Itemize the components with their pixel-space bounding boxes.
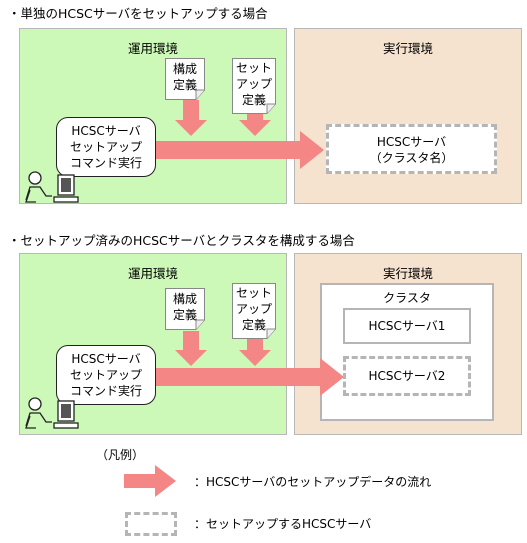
doc-text-line: 定義 [241,93,266,107]
command-line: コマンド実行 [69,384,142,398]
doc-text-line: 構成 [172,292,197,306]
scenario2-exec-label: 実行環境 [382,266,433,281]
doc-text-line: 構成 [172,62,197,76]
doc-text-line: セット [235,286,272,300]
legend-box-desc: ：セットアップするHCSCサーバ [194,517,372,531]
scenario2-main-arrow [152,358,344,396]
hcsc-server1-box: HCSCサーバ1 [343,308,471,344]
command-line: HCSCサーバ [71,124,141,138]
legend-title: （凡例） [96,448,145,462]
scenario1-exec-panel: 実行環境 [294,28,522,204]
doc1-down-arrow [175,331,207,366]
scenario2-setup-doc-icon: セット アップ 定義 [232,283,276,339]
scenario1-command-bubble: HCSCサーバ セットアップ コマンド実行 [56,117,156,177]
command-line: セットアップ [69,140,142,154]
scenario1-setup-doc-icon: セット アップ 定義 [232,58,276,114]
doc-text-line: 定義 [172,308,197,322]
cluster-box: クラスタ [320,283,494,421]
doc2-down-arrow [239,331,271,366]
doc-text-line: アップ [235,302,272,316]
server-line: （クラスタ名） [369,151,454,165]
command-line: セットアップ [69,368,142,382]
doc-text-line: セット [235,61,272,75]
scenario1-exec-label: 実行環境 [382,41,433,56]
doc1-down-arrow [175,100,207,136]
legend-dashed-box-icon [125,512,177,536]
cluster-label: クラスタ [383,291,431,305]
scenario2-heading: ・セットアップ済みのHCSCサーバとクラスタを構成する場合 [8,233,355,248]
command-line: コマンド実行 [69,156,142,170]
doc-text-line: 定義 [241,318,266,332]
scenario1-main-arrow [152,131,324,169]
doc-text-line: 定義 [172,78,197,92]
scenario1-heading: ・単独のHCSCサーバをセットアップする場合 [8,6,268,21]
hcsc-server2-box: HCSCサーバ2 [343,356,471,396]
scenario1-hcsc-server-box: HCSCサーバ （クラスタ名） [326,124,497,174]
scenario1-ops-label: 運用環境 [127,41,178,56]
scenario2-config-doc-icon: 構成 定義 [165,288,205,330]
command-line: HCSCサーバ [71,352,141,366]
doc-text-line: アップ [235,77,272,91]
scenario2-ops-label: 運用環境 [127,266,178,281]
server-line: HCSCサーバ [376,135,447,149]
scenario1-config-doc-icon: 構成 定義 [165,58,205,100]
scenario2-command-bubble: HCSCサーバ セットアップ コマンド実行 [56,345,156,405]
legend-arrow-desc: ：HCSCサーバのセットアップデータの流れ [194,475,432,489]
